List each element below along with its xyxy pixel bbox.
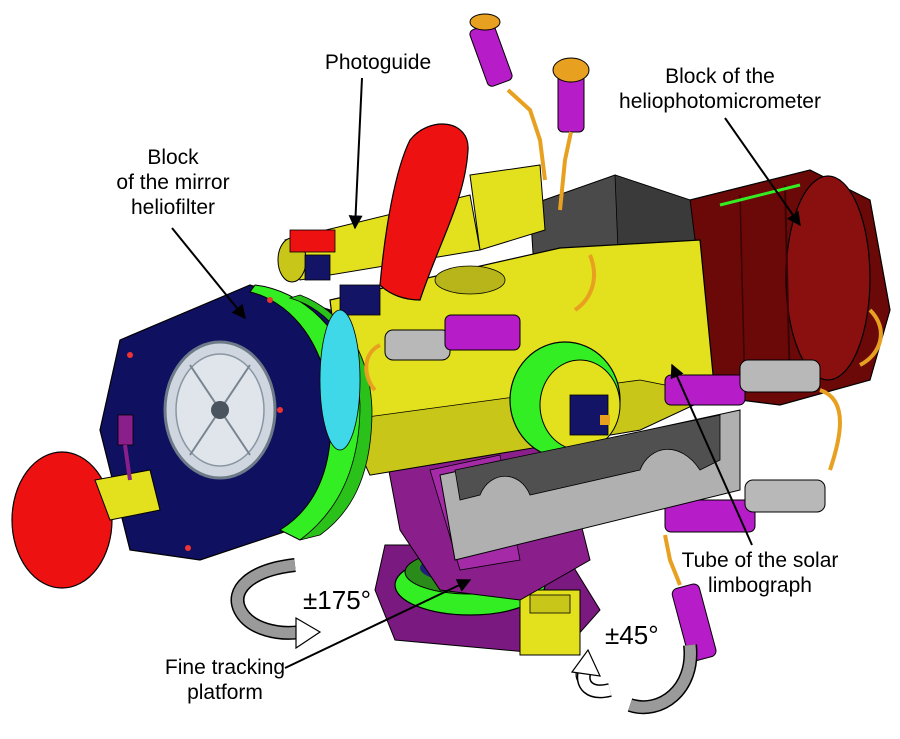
label-limbograph-line2: limbograph: [708, 574, 812, 597]
label-mirror-line2: of the mirror: [116, 171, 230, 194]
sensor-pod-right-1: [664, 359, 821, 406]
label-limbograph-line1: Tube of the solar: [681, 549, 839, 572]
label-mirror-line3: heliofilter: [130, 196, 216, 219]
sensor-pod-right-2: [664, 479, 826, 533]
sensor-pods: [364, 13, 883, 662]
arrow-photoguide: [348, 77, 363, 230]
azimuth-range-label: ±175°: [303, 585, 372, 615]
solar-limbograph-tube: [329, 239, 717, 476]
sensor-pod-bottom: [663, 534, 717, 662]
leader-arrows: [171, 77, 801, 669]
label-heliophotomicrometer-line1: Block of the: [665, 65, 775, 88]
sensor-pod-top-2: [552, 57, 590, 211]
label-platform-line1: Fine tracking: [164, 656, 286, 679]
label-photoguide: Photoguide: [303, 50, 453, 75]
label-platform-line2: platform: [187, 681, 263, 704]
heliophotomicrometer-block: [679, 169, 891, 406]
elevation-rotation-arrow: [570, 644, 698, 715]
label-heliophotomicrometer: Block of the heliophotomicrometer: [605, 64, 835, 114]
shutter-flap-top: [379, 123, 469, 301]
arrow-mirror-heliofilter: [171, 227, 246, 320]
label-mirror-heliofilter: Block of the mirror heliofilter: [88, 145, 258, 220]
label-fine-tracking-platform: Fine tracking platform: [145, 655, 305, 705]
arrow-limbograph: [670, 363, 753, 546]
arrow-heliophotomicrometer: [724, 117, 801, 227]
sensor-pod-left: [384, 314, 521, 361]
arrow-platform: [284, 579, 472, 669]
sensor-pod-top-1: [469, 13, 547, 181]
grey-cradle: [439, 409, 741, 561]
label-solar-limbograph: Tube of the solar limbograph: [670, 548, 850, 598]
label-heliophotomicrometer-line2: heliophotomicrometer: [619, 90, 821, 113]
shutter-disc: [11, 414, 161, 589]
label-photoguide-text: Photoguide: [324, 51, 432, 74]
elevation-range-label: ±45°: [605, 620, 659, 650]
label-mirror-line1: Block: [147, 146, 199, 169]
azimuth-rotation-arrow: [230, 558, 322, 650]
mirror-heliofilter-block: [99, 284, 373, 561]
